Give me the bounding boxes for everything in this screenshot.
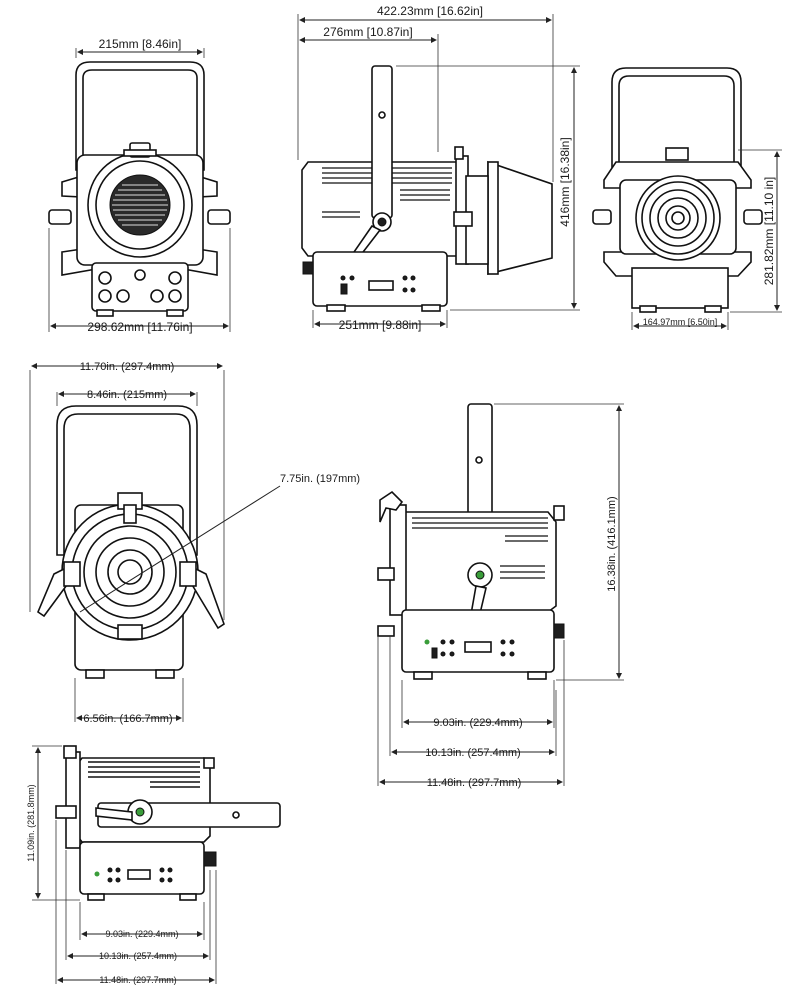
imperial-side-body-length: 10.13in. (257.4mm) — [425, 747, 520, 759]
imperial-front-yoke-width: 8.46in. (215mm) — [87, 389, 167, 401]
imperial-tilted-height: 11.09in. (281.8mm) — [26, 784, 36, 861]
metric-side-view: 422.23mm [16.62in] 276mm [10.87in] 416mm… — [297, 4, 580, 332]
imperial-tilted-view: 11.09in. (281.8mm) 9.03in. (229.4mm) 10.… — [26, 745, 281, 985]
metric-front-bottom-width: 298.62mm [11.76in] — [87, 320, 192, 334]
metric-rear-height: 281.82mm [11.10 in] — [762, 177, 776, 286]
imperial-side-height: 16.38in. (416.1mm) — [606, 496, 618, 591]
imperial-front-base-width: 6.56in. (166.7mm) — [83, 713, 172, 725]
metric-side-total-length: 422.23mm [16.62in] — [377, 4, 483, 18]
imperial-tilted-overall-length: 11.48in. (297.7mm) — [99, 975, 176, 985]
imperial-tilted-body-length: 10.13in. (257.4mm) — [99, 951, 177, 961]
metric-rear-view: 281.82mm [11.10 in] 164.97mm [6.50in] — [592, 67, 782, 330]
imperial-side-overall-length: 11.48in. (297.7mm) — [427, 777, 522, 789]
imperial-front-lens-diameter: 7.75in. (197mm) — [280, 473, 360, 485]
imperial-side-view: 16.38in. (416.1mm) 9.03in. (229.4mm) 10.… — [377, 403, 624, 789]
metric-side-yoke-length: 276mm [10.87in] — [323, 25, 412, 39]
metric-rear-base-width: 164.97mm [6.50in] — [643, 317, 718, 327]
imperial-side-base-length: 9.03in. (229.4mm) — [433, 717, 522, 729]
imperial-tilted-base-length: 9.03in. (229.4mm) — [105, 929, 178, 939]
imperial-front-view: 11.70in. (297.4mm) 8.46in. (215mm) 7.75i… — [29, 361, 360, 725]
metric-side-height: 416mm [16.38in] — [558, 137, 572, 226]
metric-front-view: 215mm [8.46in] 298.62mm [11.76in] — [48, 37, 231, 334]
metric-side-base-length: 251mm [9.88in] — [339, 318, 422, 332]
imperial-front-overall-width: 11.70in. (297.4mm) — [80, 361, 175, 373]
metric-front-top-width: 215mm [8.46in] — [99, 37, 182, 51]
